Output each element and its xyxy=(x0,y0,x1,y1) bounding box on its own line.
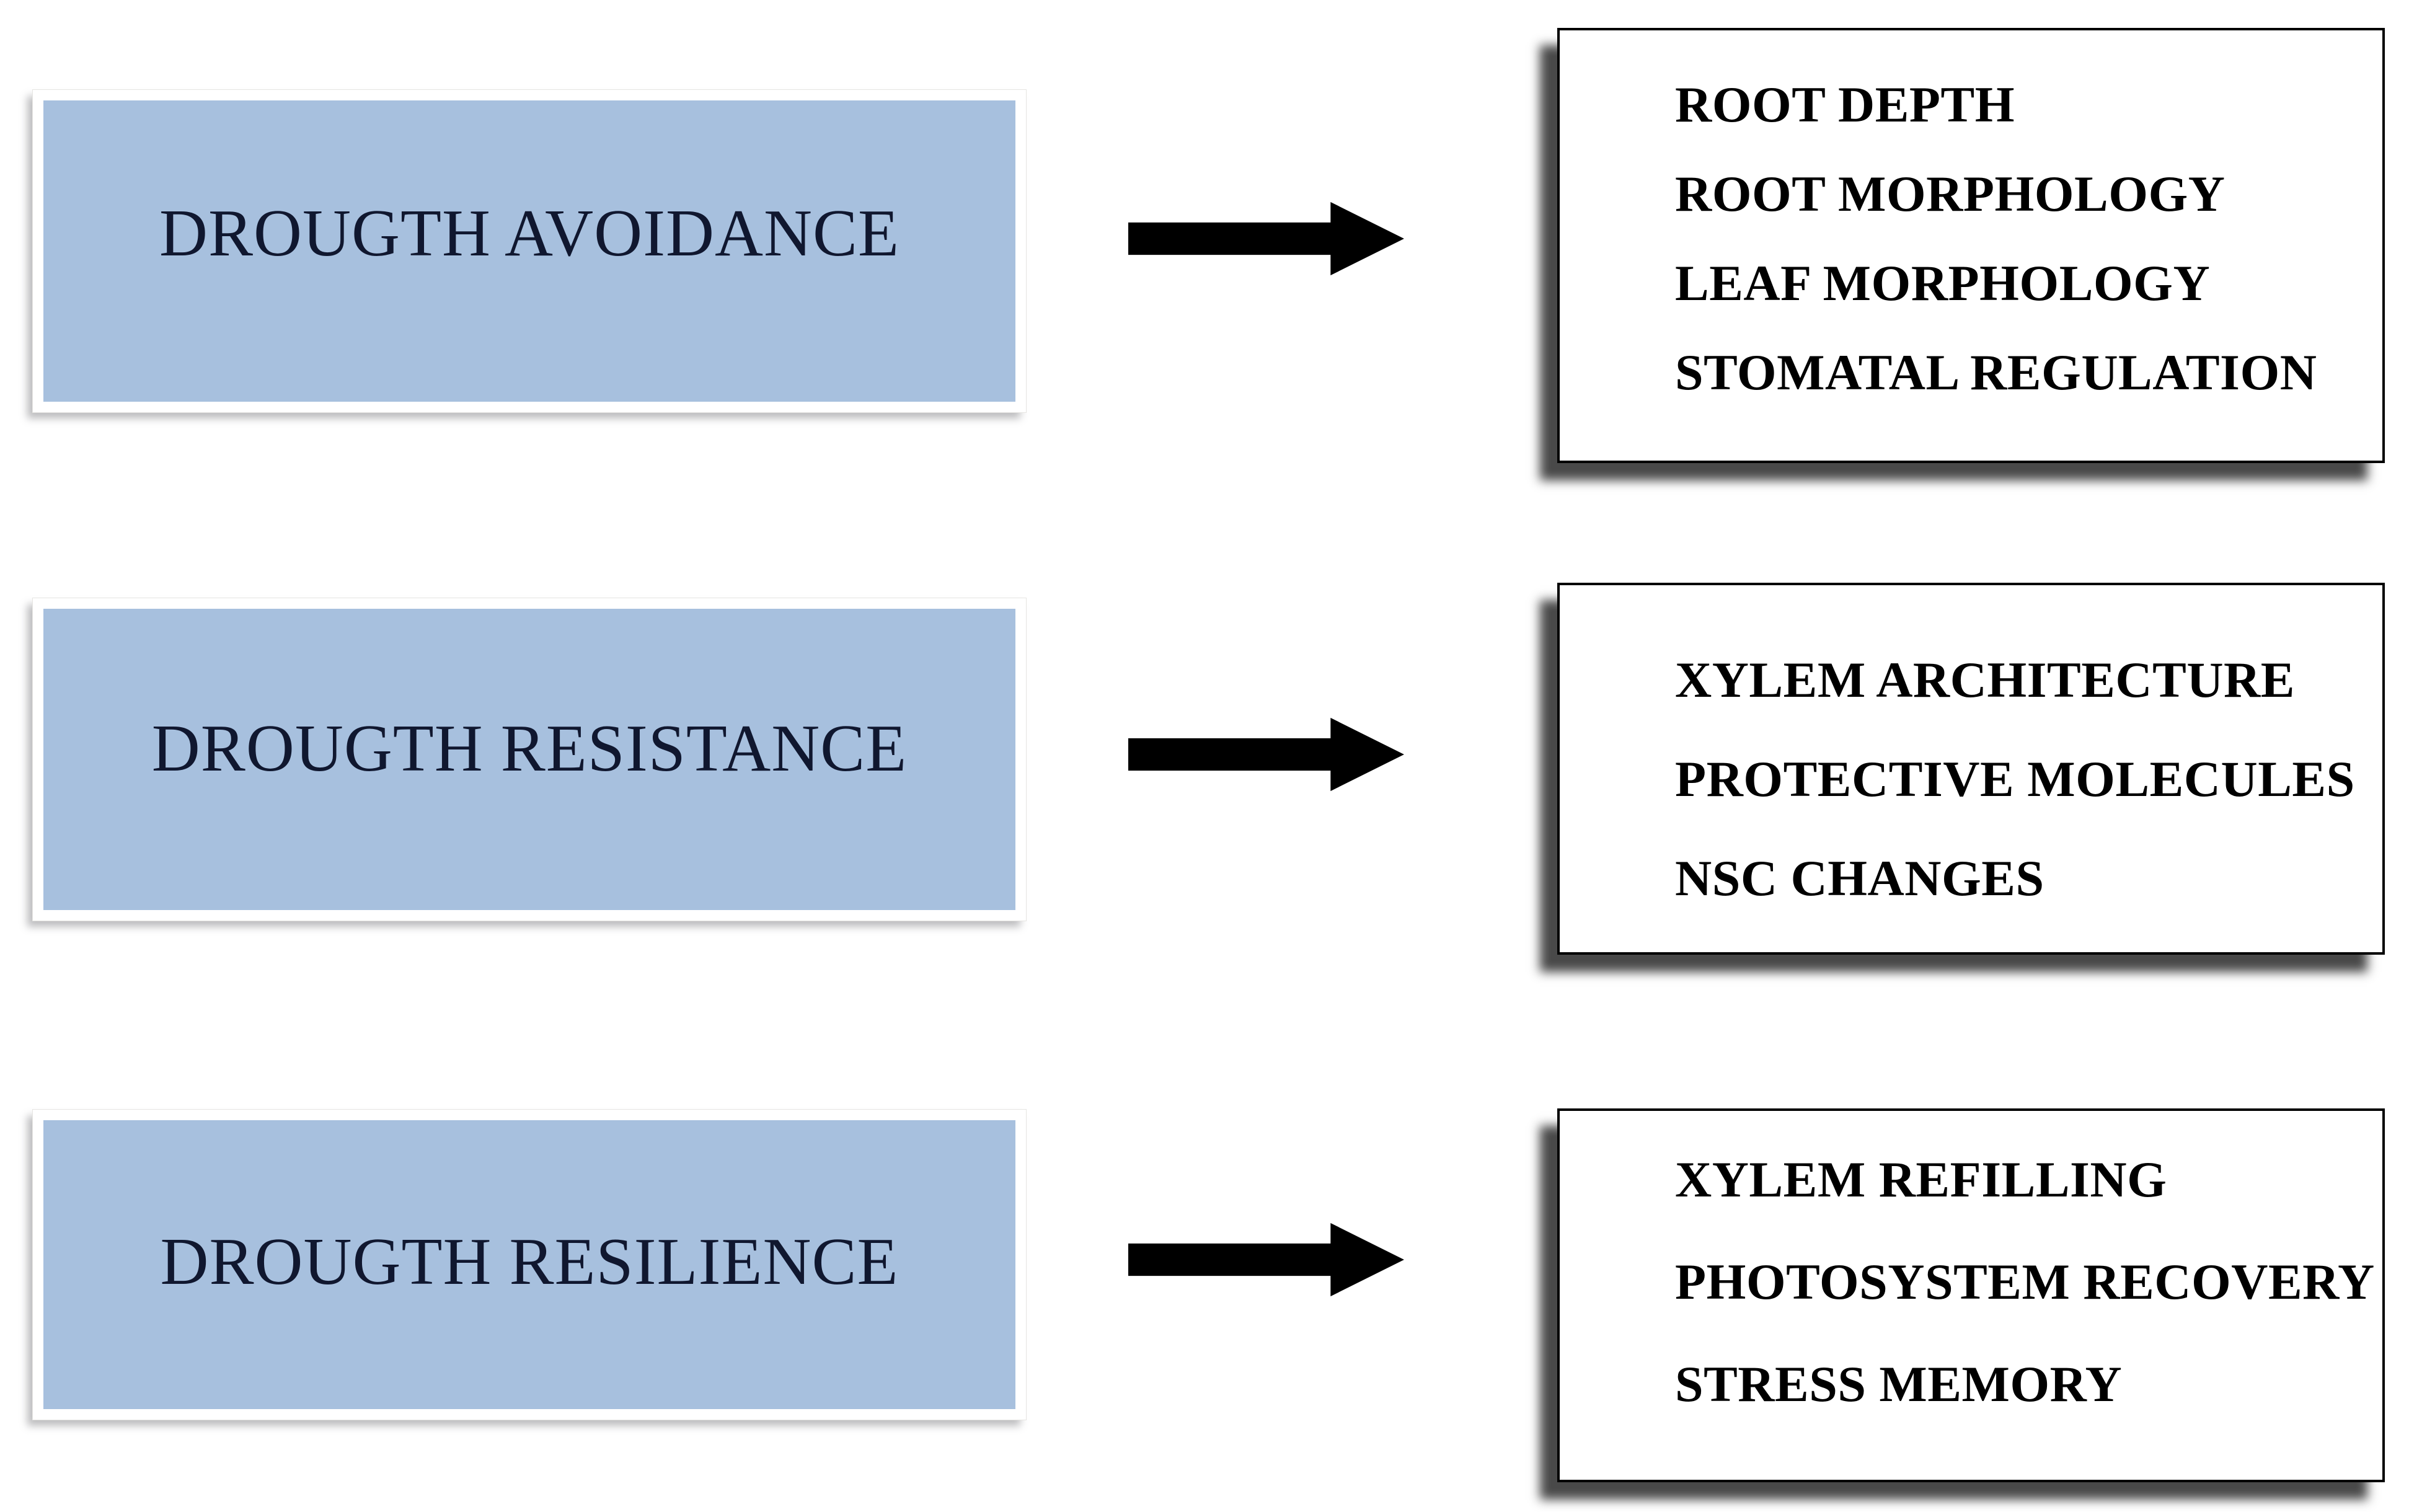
trait-item: ROOT DEPTH xyxy=(1675,76,2015,133)
trait-item: ROOT MORPHOLOGY xyxy=(1675,166,2226,222)
right-arrow-icon xyxy=(1128,715,1404,794)
strategy-label-drougth-resilience: DROUGTH RESILIENCE xyxy=(160,1225,899,1299)
strategy-label-drougth-resistance: DROUGTH RESISTANCE xyxy=(151,712,908,785)
strategy-label-drougth-avoidance: DROUGTH AVOIDANCE xyxy=(159,197,900,270)
right-arrow-icon xyxy=(1128,200,1404,278)
strategy-box-drougth-resilience: DROUGTH RESILIENCE xyxy=(33,1110,1026,1420)
strategy-box-drougth-resistance: DROUGTH RESISTANCE xyxy=(33,598,1026,921)
trait-item: NSC CHANGES xyxy=(1675,850,2044,906)
trait-item: LEAF MORPHOLOGY xyxy=(1675,255,2211,311)
trait-item: STOMATAL REGULATION xyxy=(1675,344,2317,400)
trait-item: XYLEM ARCHITECTURE xyxy=(1675,652,2295,708)
right-arrow-icon xyxy=(1128,1221,1404,1299)
trait-item: STRESS MEMORY xyxy=(1675,1356,2123,1412)
traits-box-drougth-avoidance: ROOT DEPTH ROOT MORPHOLOGY LEAF MORPHOLO… xyxy=(1557,28,2385,463)
traits-box-drougth-resilience: XYLEM REFILLING PHOTOSYSTEM RECOVERY STR… xyxy=(1557,1108,2385,1482)
trait-item: XYLEM REFILLING xyxy=(1675,1151,2167,1208)
strategy-box-drougth-avoidance: DROUGTH AVOIDANCE xyxy=(33,90,1026,412)
trait-item: PHOTOSYSTEM RECOVERY xyxy=(1675,1253,2375,1310)
trait-item: PROTECTIVE MOLECULES xyxy=(1675,751,2355,807)
traits-box-drougth-resistance: XYLEM ARCHITECTURE PROTECTIVE MOLECULES … xyxy=(1557,583,2385,955)
